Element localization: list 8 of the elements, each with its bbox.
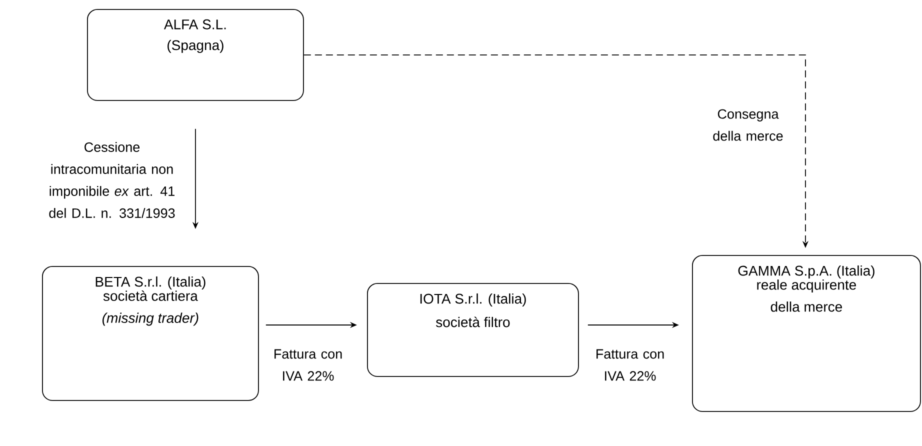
edge-label: Cessione intracomunitaria non imponibile ex art. 41 del D.L. n. 331/1993 — [49, 142, 175, 218]
company-box: ALFA S.L. (Spagna) — [87, 9, 304, 101]
edge-label: Consegna della merce — [713, 109, 783, 141]
company-box: IOTA S.r.l. (Italia) società filtro — [367, 283, 579, 377]
edge-label: Fattura con IVA 22% — [274, 349, 342, 381]
edge-label: Fattura con IVA 22% — [596, 349, 664, 381]
company-box: GAMMA S.p.A. (Italia) reale acquirente della merce — [692, 255, 921, 412]
company-box: BETA S.r.l. (Italia) società cartiera (missing trader) — [42, 266, 259, 401]
